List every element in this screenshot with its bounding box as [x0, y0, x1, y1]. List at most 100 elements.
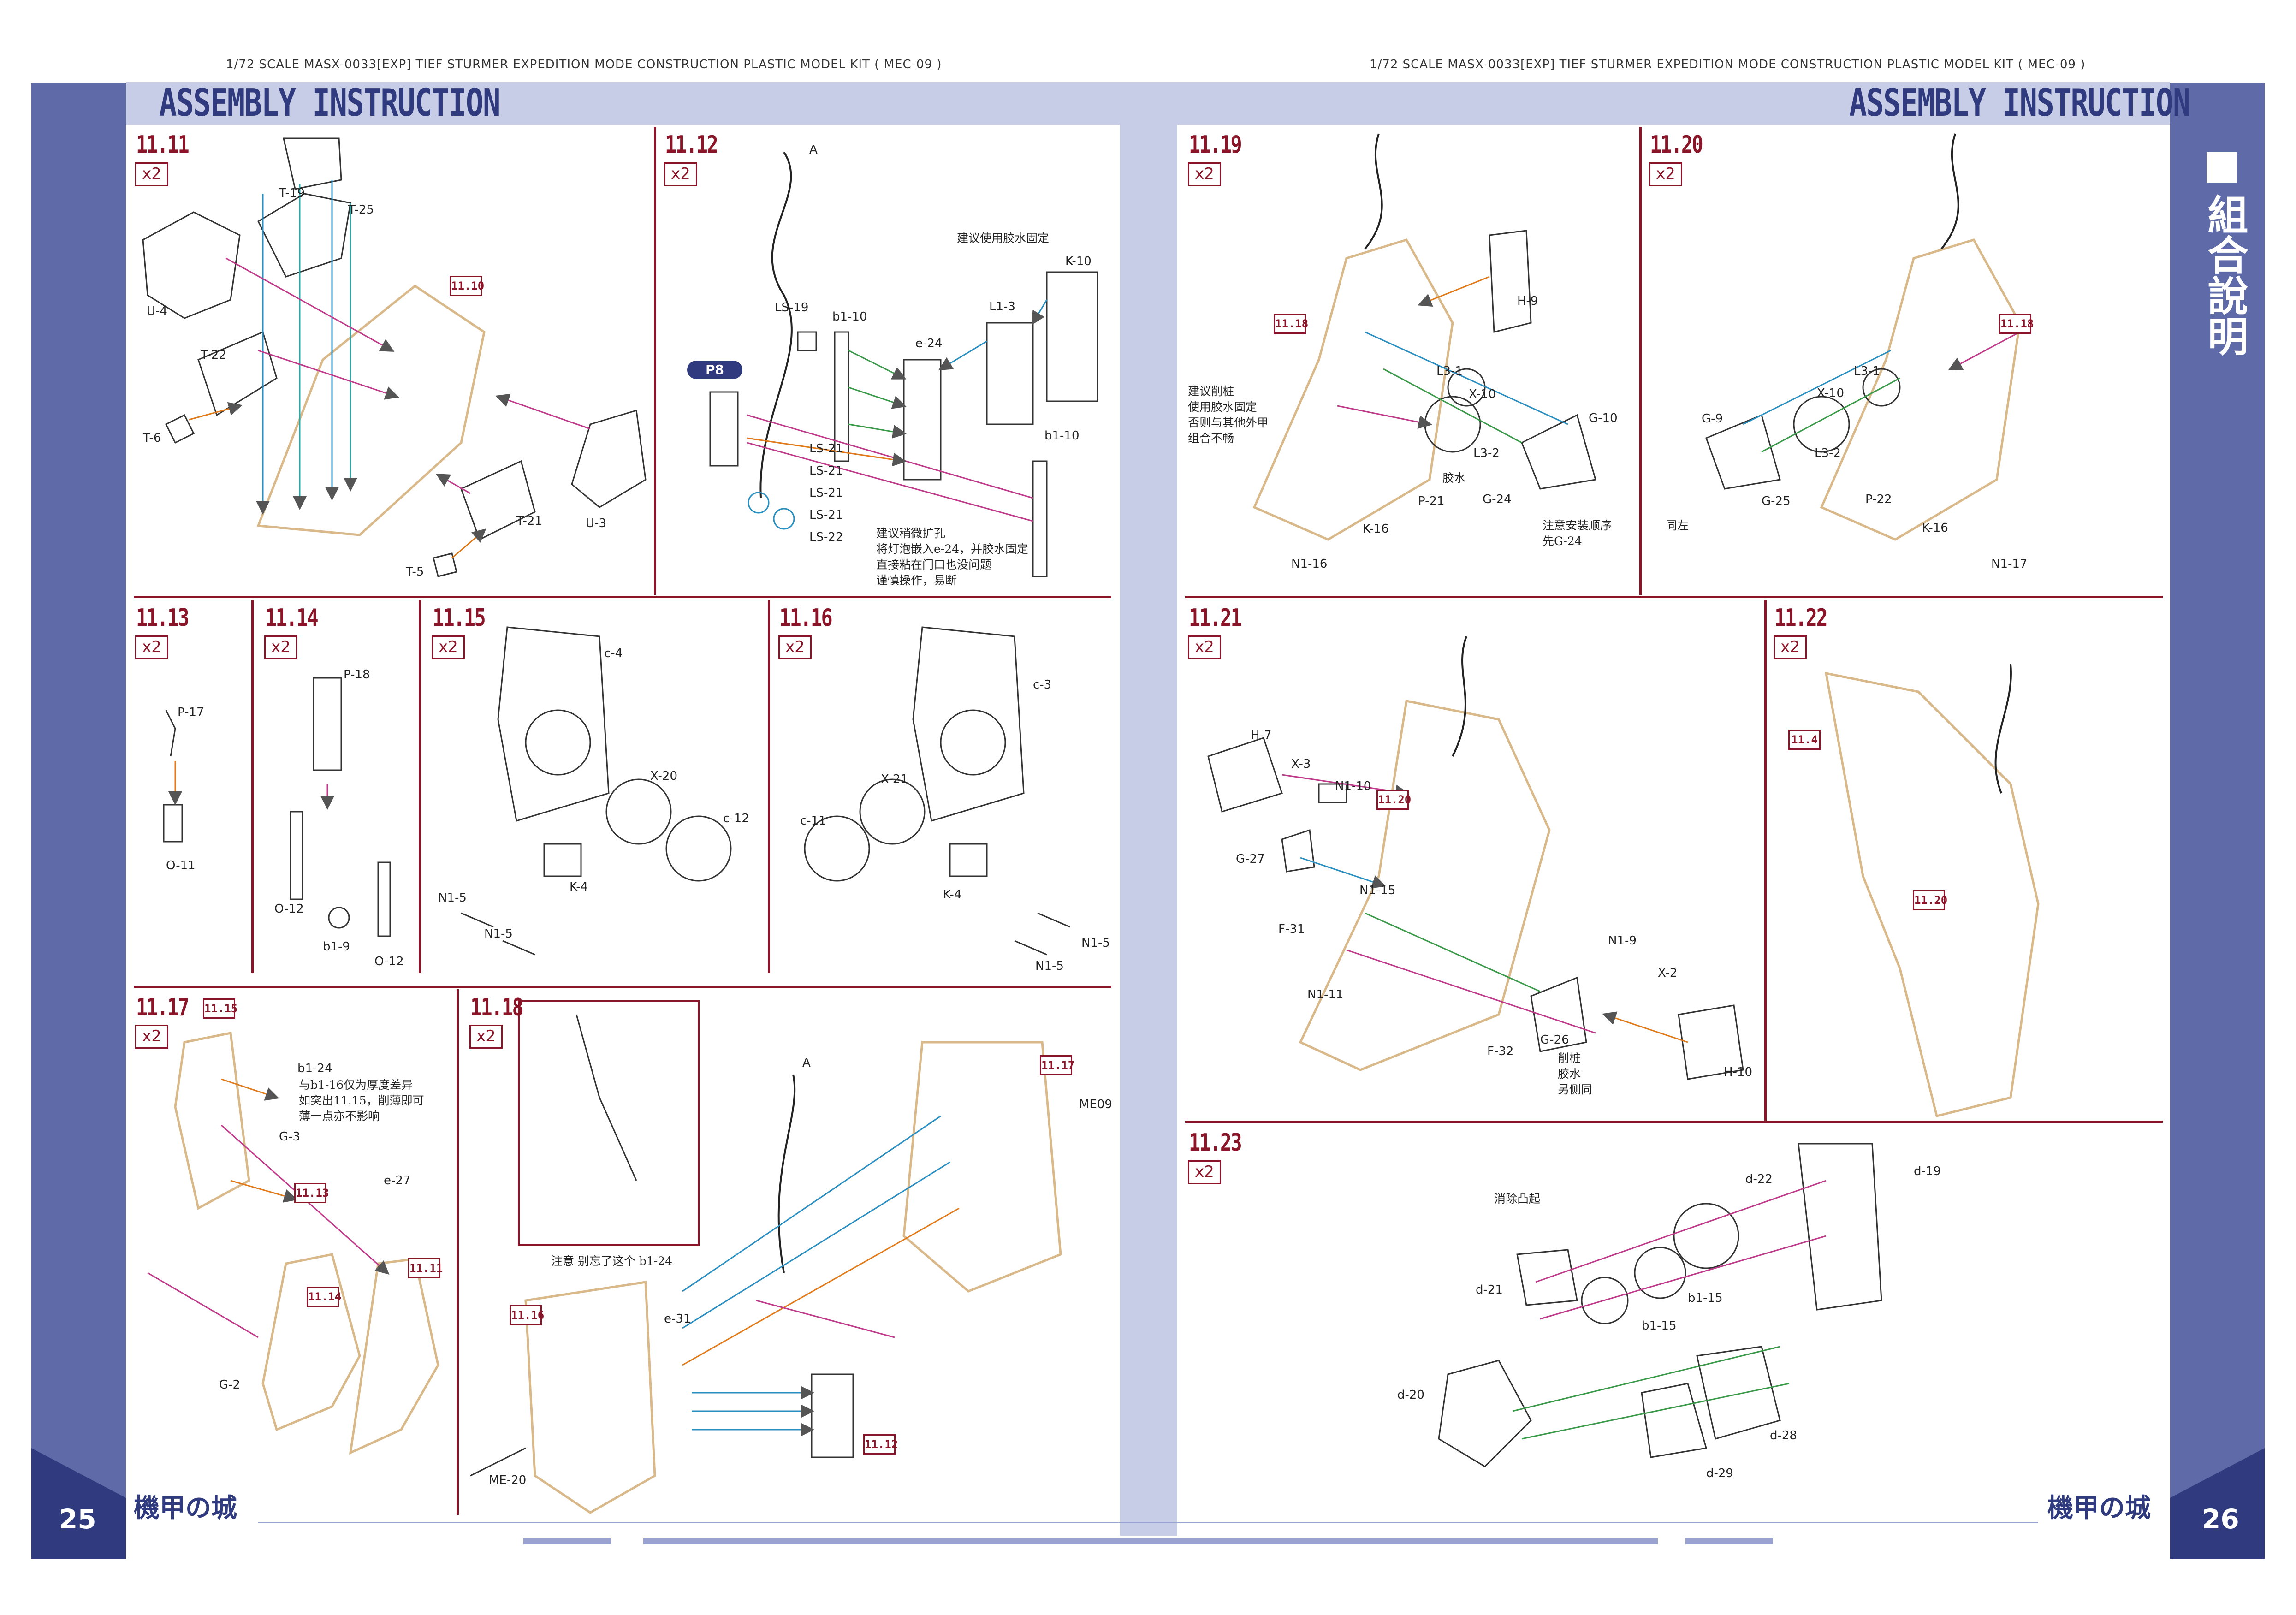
step-11-21-number: 11.21	[1189, 604, 1242, 632]
part-label: N1-9	[1608, 934, 1637, 948]
page-number-left: 25	[59, 1503, 96, 1535]
step-11-15-number: 11.15	[433, 604, 486, 632]
part-label: A	[809, 143, 818, 157]
part-label: K-10	[1065, 255, 1092, 268]
part-label: e-31	[664, 1312, 691, 1326]
part-label: LS-22	[809, 530, 843, 544]
part-label: P-21	[1418, 494, 1445, 508]
footer-line	[258, 1522, 2038, 1523]
part-label: N1-5	[484, 927, 513, 941]
part-label: N1-5	[1035, 959, 1064, 973]
part-label: c-3	[1033, 678, 1052, 692]
part-label: e-24	[915, 337, 943, 350]
part-label: K-16	[1922, 521, 1948, 535]
part-label: L3-1	[1854, 364, 1880, 378]
divider	[768, 600, 770, 973]
assembly-note: 注意 别忘了这个 b1-24	[551, 1254, 673, 1268]
part-label: b1-15	[1688, 1291, 1723, 1305]
part-label: LS-21	[809, 508, 843, 522]
part-label: LS-19	[775, 301, 809, 315]
part-label: c-11	[800, 814, 826, 828]
part-label: N1-16	[1291, 557, 1328, 571]
part-label: ME-20	[489, 1473, 527, 1487]
step-reference: 11.14	[307, 1287, 341, 1307]
step-reference: 11.13	[294, 1183, 329, 1203]
assembly-note: 建议使用胶水固定	[957, 232, 1050, 245]
part-label: c-4	[604, 647, 623, 660]
divider	[457, 989, 459, 1515]
part-label: N1-15	[1359, 884, 1396, 897]
assembly-note: 削桩 胶水 另侧同	[1558, 1051, 1593, 1096]
assembly-note: 注意安装顺序 先G-24	[1543, 519, 1612, 548]
step-11-23-number: 11.23	[1189, 1129, 1242, 1157]
part-label: X-3	[1291, 757, 1311, 771]
step-reference: 11.18	[1274, 314, 1308, 334]
step-reference: 11.17	[1040, 1055, 1074, 1075]
divider	[1185, 596, 2163, 598]
part-label: b1-9	[323, 940, 350, 954]
part-label: O-11	[166, 859, 196, 873]
center-gutter	[1120, 83, 1177, 1536]
step-reference: 11.18	[1999, 314, 2034, 334]
part-label: c-12	[723, 812, 749, 825]
part-label: T-6	[143, 431, 161, 445]
step-11-20-number: 11.20	[1650, 131, 1703, 159]
part-label: F-31	[1278, 922, 1305, 936]
part-label: b1-24	[297, 1062, 332, 1075]
part-label: LS-21	[809, 464, 843, 478]
step-reference: 11.20	[1913, 890, 1947, 910]
part-label: T-25	[348, 203, 374, 217]
part-label: d-19	[1914, 1164, 1941, 1178]
step-11-16-qty: x2	[778, 635, 812, 659]
step-11-13-number: 11.13	[136, 604, 190, 632]
divider	[419, 600, 421, 973]
step-11-18-number: 11.18	[470, 994, 524, 1021]
step-11-21-qty: x2	[1188, 635, 1221, 659]
part-label: N1-5	[438, 891, 467, 905]
assembly-note: 建议削桩 使用胶水固定 否则与其他外甲 组合不畅	[1188, 385, 1269, 445]
step-reference: 11.12	[863, 1434, 898, 1455]
parts-bag-badge: P8	[687, 361, 742, 379]
right-blue-band	[2170, 83, 2265, 1559]
part-label: G-2	[219, 1378, 241, 1392]
part-label: F-32	[1487, 1045, 1514, 1058]
part-label: N1-11	[1307, 988, 1344, 1002]
step-11-12-number: 11.12	[665, 131, 718, 159]
part-label: e-27	[384, 1174, 411, 1188]
part-label: L1-3	[989, 300, 1015, 314]
footer-rail	[643, 1538, 1658, 1544]
left-blue-band	[31, 83, 126, 1559]
step-11-11-number: 11.11	[136, 131, 190, 159]
part-label: H-10	[1724, 1065, 1753, 1079]
part-label: X-2	[1658, 966, 1678, 980]
sidebar-square-icon	[2207, 152, 2237, 183]
step-11-20-qty: x2	[1649, 162, 1682, 186]
part-label: L3-2	[1473, 446, 1500, 460]
part-label: H-7	[1251, 729, 1272, 742]
assembly-note: 消除凸起	[1494, 1192, 1541, 1205]
part-label: U-3	[586, 517, 606, 530]
part-label: K-4	[943, 888, 962, 902]
step-11-12-qty: x2	[664, 162, 697, 186]
title-bar-right	[1840, 82, 2170, 125]
part-label: P-22	[1865, 493, 1892, 506]
header-caption-right: 1/72 SCALE MASX-0033[EXP] TIEF STURMER E…	[1370, 58, 2086, 71]
part-label: L3-2	[1815, 446, 1841, 460]
step-11-14-number: 11.14	[265, 604, 319, 632]
part-label: ME09	[1079, 1098, 1112, 1111]
header-caption-left: 1/72 SCALE MASX-0033[EXP] TIEF STURMER E…	[226, 58, 942, 71]
part-label: d-21	[1476, 1283, 1503, 1297]
part-label: T-19	[279, 186, 305, 200]
part-label: b1-10	[832, 310, 867, 324]
assembly-note: 同左	[1666, 519, 1689, 532]
part-label: X-20	[650, 769, 677, 783]
step-reference: 11.20	[1376, 790, 1411, 810]
part-label: H-9	[1517, 294, 1538, 308]
step-11-19-number: 11.19	[1189, 131, 1242, 159]
divider	[134, 596, 1111, 598]
step-11-22-number: 11.22	[1774, 604, 1828, 632]
part-label: N1-5	[1081, 936, 1110, 950]
assembly-note: 建议稍微扩孔 将灯泡嵌入e-24，并胶水固定 直接粘在门口也没问题 谨慎操作，易…	[876, 527, 1029, 587]
part-label: A	[802, 1056, 811, 1070]
